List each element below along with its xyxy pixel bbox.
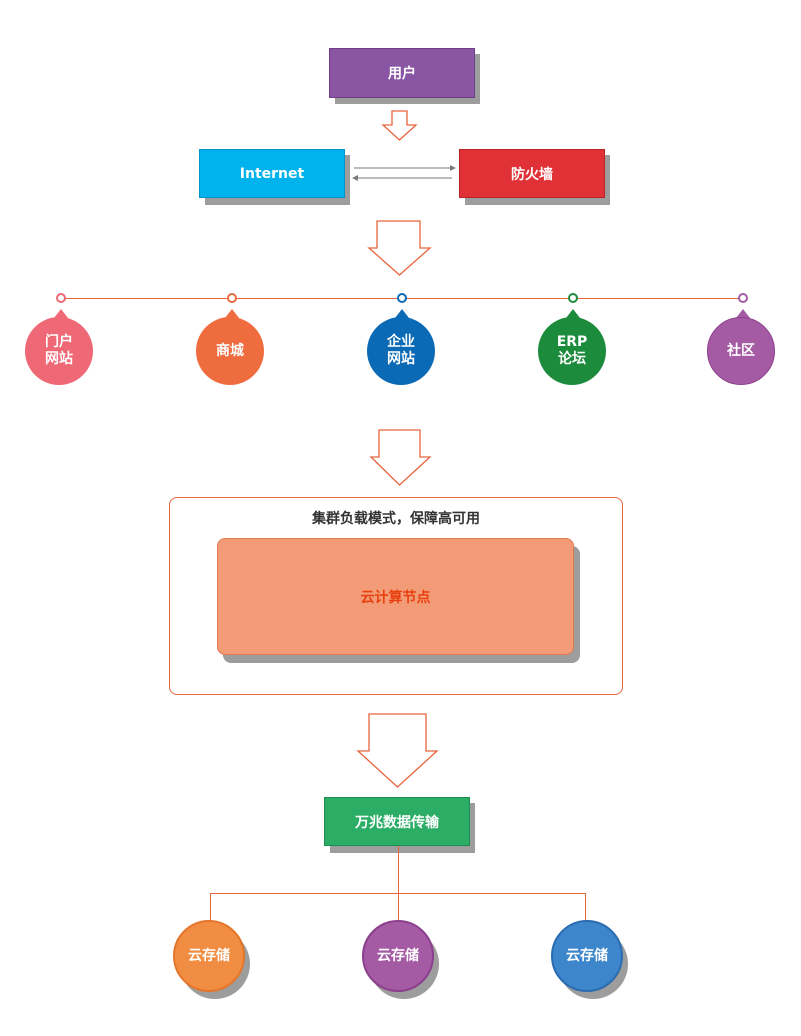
site-pointer [54, 309, 68, 318]
site-pointer [736, 309, 750, 318]
transfer-connector-line [398, 846, 399, 921]
site-dot [227, 293, 237, 303]
site-portal: 门户 网站 [25, 317, 93, 385]
site-label: 企业 网站 [387, 334, 415, 367]
site-pointer [566, 309, 580, 318]
arrow-down-icon [367, 220, 432, 276]
storage-label: 云存储 [566, 947, 608, 964]
site-label: 社区 [727, 342, 755, 359]
site-dot [397, 293, 407, 303]
user-box: 用户 [329, 48, 475, 98]
cloud-compute-node: 云计算节点 [217, 538, 574, 655]
site-dot [56, 293, 66, 303]
arrow-down-icon [356, 713, 439, 788]
site-label: 门户 网站 [45, 334, 73, 367]
site-dot [738, 293, 748, 303]
transfer-label: 万兆数据传输 [355, 814, 439, 831]
site-label: ERP 论坛 [556, 334, 588, 367]
arrow-down-icon [381, 110, 418, 141]
firewall-label: 防火墙 [511, 166, 553, 183]
storage-branch-line [585, 893, 586, 921]
site-enterprise: 企业 网站 [367, 317, 435, 385]
site-label: 商城 [216, 342, 244, 359]
internet-label: Internet [239, 165, 305, 182]
storage-label: 云存储 [377, 947, 419, 964]
cloud-storage-3: 云存储 [551, 920, 623, 992]
site-erp-forum: ERP 论坛 [538, 317, 606, 385]
storage-connector-line [210, 893, 586, 894]
site-community: 社区 [707, 317, 775, 385]
storage-label: 云存储 [188, 947, 230, 964]
site-pointer [225, 309, 239, 318]
site-mall: 商城 [196, 317, 264, 385]
user-label: 用户 [388, 66, 416, 82]
internet-box: Internet [199, 149, 345, 198]
firewall-box: 防火墙 [459, 149, 605, 198]
storage-branch-line [210, 893, 211, 921]
cloud-compute-label: 云计算节点 [360, 589, 431, 606]
cloud-storage-1: 云存储 [173, 920, 245, 992]
arrow-down-icon [369, 429, 432, 486]
cluster-container [169, 497, 623, 695]
cloud-storage-2: 云存储 [362, 920, 434, 992]
site-pointer [395, 309, 409, 318]
site-dot [568, 293, 578, 303]
transfer-box: 万兆数据传输 [324, 797, 470, 846]
cluster-title: 集群负载模式，保障高可用 [312, 511, 480, 527]
